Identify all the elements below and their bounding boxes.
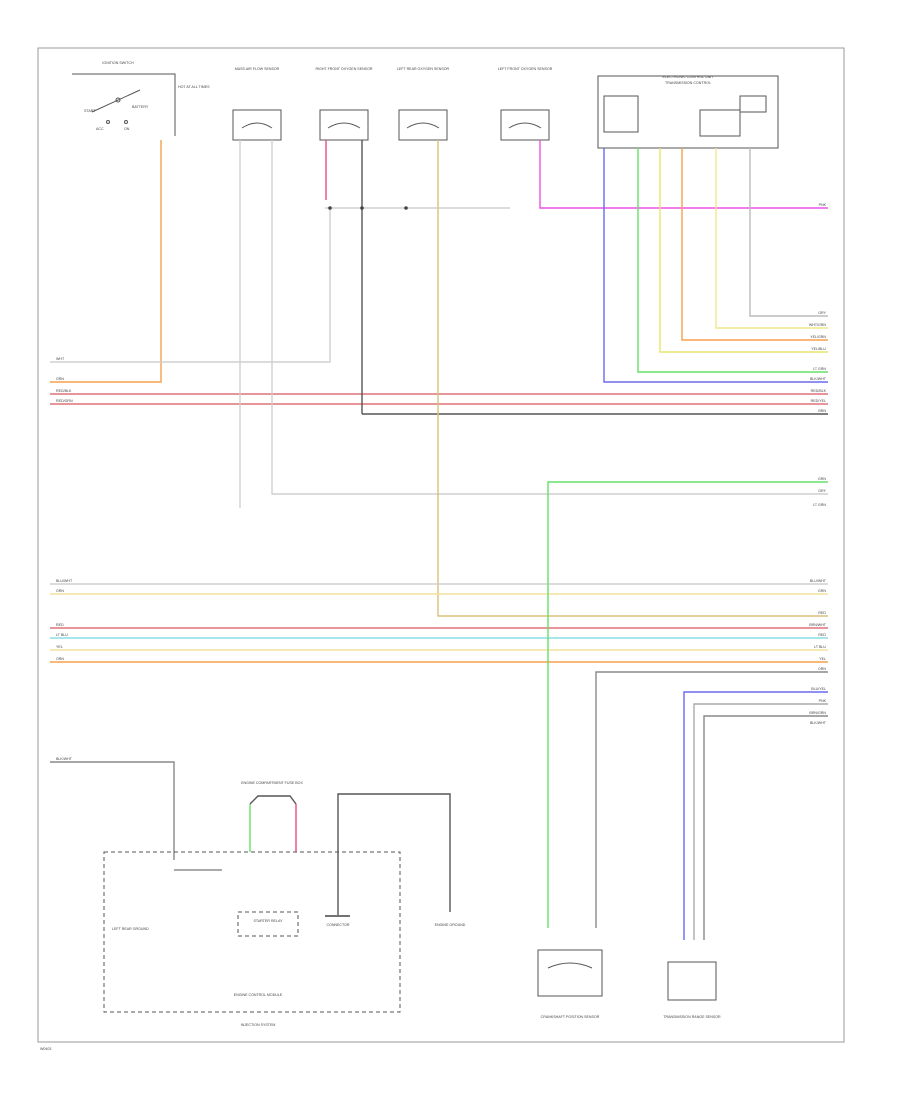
wire-label-right-16: BRN/WHT (809, 623, 827, 627)
wire-label-right-2: WHT/GRN (809, 323, 827, 327)
left-front-oxygen-sensor: LEFT FRONT OXYGEN SENSOR (498, 67, 553, 141)
wire-label-left-0: WHT (56, 357, 65, 361)
wire-label-left-8: YEL (56, 645, 63, 649)
ignition-pos-start: START (84, 109, 96, 113)
right-front-oxygen-sensor: RIGHT FRONT OXYGEN SENSOR (316, 67, 373, 141)
wire-label-right-15: RED (818, 611, 826, 615)
wire-label-left-4: BLU/WHT (56, 579, 73, 583)
wire-label-right-12: LT GRN (813, 503, 826, 507)
sensor-3-label: LEFT REAR OXYGEN SENSOR (397, 67, 450, 71)
wire-label-right-14: GRN (818, 589, 826, 593)
left-rear-oxygen-sensor: LEFT REAR OXYGEN SENSOR (397, 67, 450, 141)
wire-label-left-3: RED/GRN (56, 399, 73, 403)
engine-control-module: LEFT REAR GROUND STARTER RELAY CONNECTOR… (103, 851, 401, 1027)
wire-label-right-18: LT BLU (814, 645, 826, 649)
splice-dot (404, 206, 408, 210)
tcm-label: ELECTRONIC CONTROL UNIT (663, 75, 715, 79)
sensor-1-label: MASS AIR FLOW SENSOR (235, 67, 280, 71)
diagram-frame (37, 47, 845, 1043)
wire-label-right-17: RED (818, 633, 826, 637)
mass-air-flow-sensor: MASS AIR FLOW SENSOR (232, 67, 282, 141)
left-ground-label: LEFT REAR GROUND (112, 927, 149, 931)
wire-label-right-19: YEL (819, 657, 826, 661)
wire-label-right-20: ORN (818, 667, 826, 671)
ignition-switch: IGNITION SWITCH START BATTERY ACC ON HOT… (72, 61, 210, 136)
wire-label-left-6: RED (56, 623, 64, 627)
wire-label-right-9: BRN (818, 409, 826, 413)
wire-label-right-7: RED/BLK (811, 389, 827, 393)
ecm-label: ENGINE CONTROL MODULE (234, 993, 283, 997)
figure-id: W0403 (40, 1047, 51, 1051)
wire-label-right-6: BLK/WHT (810, 377, 827, 381)
right-wire-labels: PNK GRY WHT/GRN YEL/GRN YEL/BLU LT GRN B… (809, 203, 827, 725)
wire-label-left-9: ORN (56, 657, 64, 661)
wire-label-right-10: GRN (818, 477, 826, 481)
wire-label-left-5: GRN (56, 589, 64, 593)
wire-label-right-0: PNK (819, 203, 827, 207)
wire-label-right-5: LT GRN (813, 367, 826, 371)
ignition-switch-label: IGNITION SWITCH (102, 61, 134, 65)
crankshaft-position-sensor: CRANKSHAFT POSITION SENSOR (537, 949, 603, 1019)
fuse-box-label: ENGINE COMPARTMENT FUSE BOX (241, 781, 303, 785)
wire-label-left-7: LT BLU (56, 633, 68, 637)
wire-label-right-11: GRY (818, 489, 826, 493)
wire-label-right-3: YEL/GRN (810, 335, 826, 339)
tcm-sub-label: TRANSMISSION CONTROL (665, 81, 711, 85)
left-wire-labels: WHT GRN RED/BLK RED/GRN BLU/WHT GRN RED … (56, 357, 73, 761)
wire-label-left-1: GRN (56, 377, 64, 381)
wire-label-right-22: PNK (819, 699, 827, 703)
starter-relay-label: STARTER RELAY (254, 919, 284, 923)
trans-sensor-label: TRANSMISSION RANGE SENSOR (663, 1015, 721, 1019)
ignition-pos-on: ON (124, 127, 130, 131)
wires (50, 140, 828, 940)
electronic-control-unit: ELECTRONIC CONTROL UNIT TRANSMISSION CON… (597, 75, 779, 149)
wire-label-right-24: BLK/WHT (810, 721, 827, 725)
sensor-4-label: LEFT FRONT OXYGEN SENSOR (498, 67, 553, 71)
wire-label-right-8: RED/YEL (811, 399, 826, 403)
ecm-sub-label: CONNECTOR (326, 923, 349, 927)
wire-label-right-13: BLU/WHT (810, 579, 827, 583)
wire-label-left-2: RED/BLK (56, 389, 72, 393)
transmission-range-sensor: TRANSMISSION RANGE SENSOR (663, 961, 721, 1019)
wire-label-right-21: BLU/YEL (811, 687, 826, 691)
ignition-pos-battery: BATTERY (132, 105, 149, 109)
injection-system-label: INJECTION SYSTEM (241, 1023, 276, 1027)
ignition-pos-acc: ACC (96, 127, 104, 131)
engine-ground-label: ENGINE GROUND (435, 923, 466, 927)
wire-label-right-1: GRY (818, 311, 826, 315)
splice-dot (360, 206, 364, 210)
wire-label-right-23: BRN/GRN (809, 711, 826, 715)
splice-dot (328, 206, 332, 210)
hot-at-all-times-label: HOT AT ALL TIMES (178, 85, 210, 89)
crank-sensor-label: CRANKSHAFT POSITION SENSOR (541, 1015, 600, 1019)
wire-label-left-10: BLK/WHT (56, 757, 73, 761)
wire-label-right-4: YEL/BLU (811, 347, 826, 351)
sensor-2-label: RIGHT FRONT OXYGEN SENSOR (316, 67, 373, 71)
